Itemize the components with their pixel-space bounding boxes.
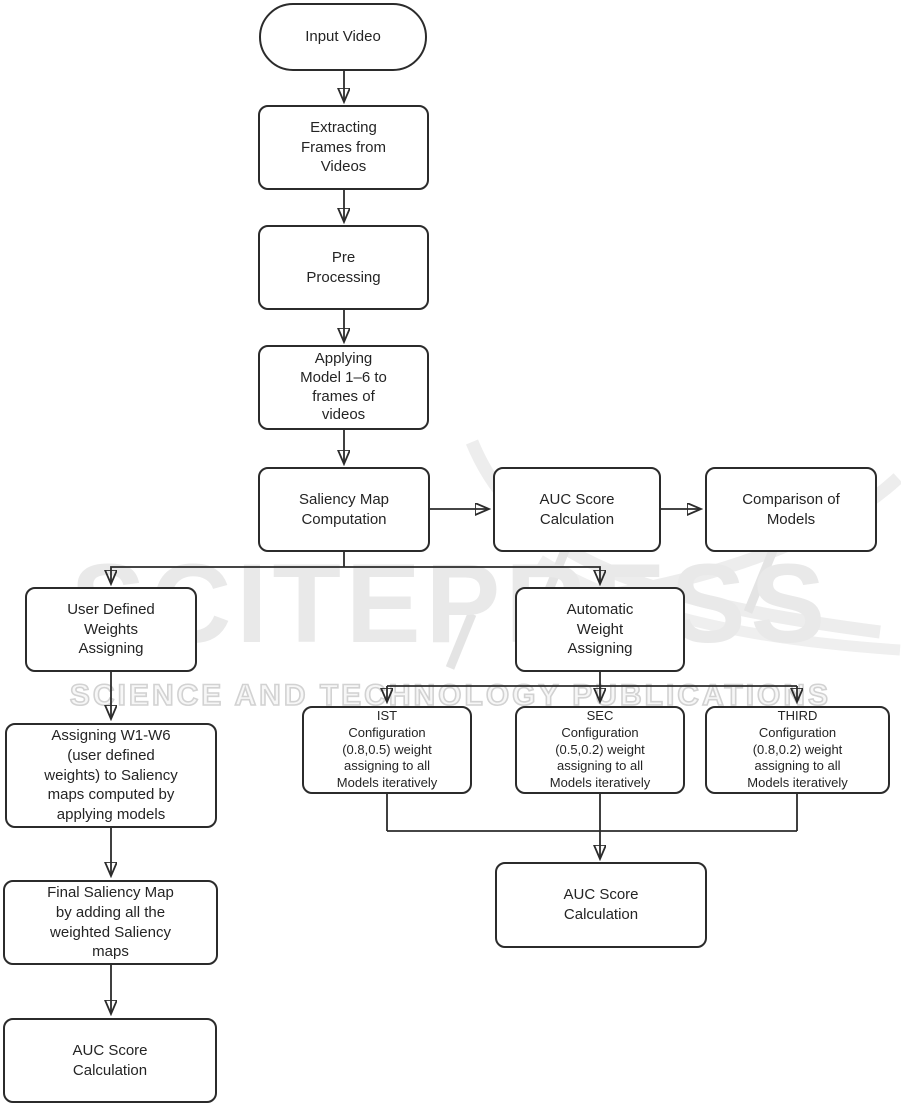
node-assigning-w1-w6: Assigning W1-W6 (user defined weights) t… [5, 723, 217, 828]
node-third-configuration: THIRD Configuration (0.8,0.2) weight ass… [705, 706, 890, 794]
node-automatic-weight: Automatic Weight Assigning [515, 587, 685, 672]
edge-split-to-automatic [344, 566, 600, 583]
node-extracting-frames: Extracting Frames from Videos [258, 105, 429, 190]
node-final-saliency-map: Final Saliency Map by adding all the wei… [3, 880, 218, 965]
node-comparison-of-models: Comparison of Models [705, 467, 877, 552]
node-auc-score-right: AUC Score Calculation [495, 862, 707, 948]
node-input-video: Input Video [259, 3, 427, 71]
node-second-configuration: SEC Configuration (0.5,0.2) weight assig… [515, 706, 685, 794]
edge-split-to-userdef [111, 566, 344, 583]
node-pre-processing: Pre Processing [258, 225, 429, 310]
node-saliency-map-computation: Saliency Map Computation [258, 467, 430, 552]
node-auc-score-mid: AUC Score Calculation [493, 467, 661, 552]
node-user-defined-weights: User Defined Weights Assigning [25, 587, 197, 672]
node-first-configuration: IST Configuration (0.8,0.5) weight assig… [302, 706, 472, 794]
node-applying-models: Applying Model 1–6 to frames of videos [258, 345, 429, 430]
node-auc-score-left: AUC Score Calculation [3, 1018, 217, 1103]
